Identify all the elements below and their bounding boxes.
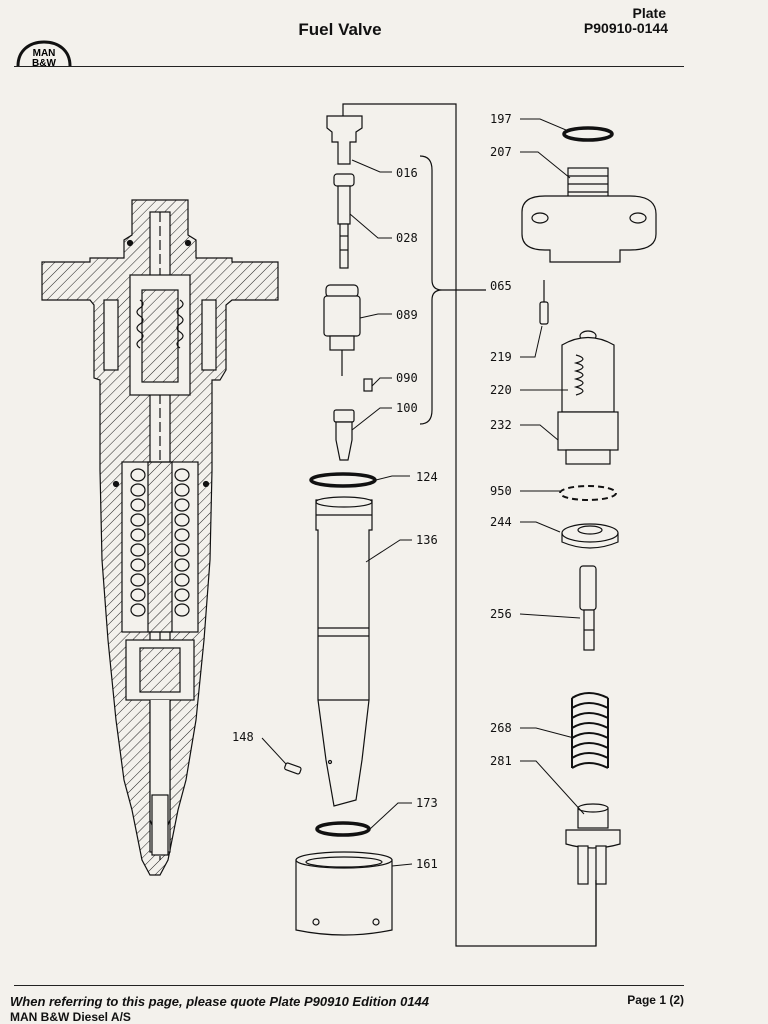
footer-rule bbox=[14, 985, 684, 986]
label-148: 148 bbox=[232, 730, 254, 744]
plate-label: Plate bbox=[632, 5, 666, 21]
label-256: 256 bbox=[490, 607, 512, 621]
label-065: 065 bbox=[490, 279, 512, 293]
label-281: 281 bbox=[490, 754, 512, 768]
label-220: 220 bbox=[490, 383, 512, 397]
label-100: 100 bbox=[396, 401, 418, 415]
part-labels: 016 028 065 089 090 100 124 136 148 173 … bbox=[232, 112, 512, 871]
label-232: 232 bbox=[490, 418, 512, 432]
label-016: 016 bbox=[396, 166, 418, 180]
label-219: 219 bbox=[490, 350, 512, 364]
man-bw-logo: MAN B&W bbox=[16, 40, 72, 68]
footer-note: When referring to this page, please quot… bbox=[10, 994, 430, 1009]
leader-lines bbox=[261, 118, 585, 867]
label-268: 268 bbox=[490, 721, 512, 735]
footer-company: MAN B&W Diesel A/S bbox=[10, 1010, 131, 1024]
svg-text:B&W: B&W bbox=[32, 58, 56, 68]
header-rule bbox=[14, 66, 684, 67]
label-173: 173 bbox=[416, 796, 438, 810]
page-title: Fuel Valve bbox=[298, 20, 382, 39]
label-244: 244 bbox=[490, 515, 512, 529]
label-089: 089 bbox=[396, 308, 418, 322]
right-parts bbox=[521, 126, 657, 946]
label-950: 950 bbox=[490, 484, 512, 498]
label-207: 207 bbox=[490, 145, 512, 159]
label-124: 124 bbox=[416, 470, 438, 484]
sectional-view bbox=[41, 199, 279, 876]
plate-number: P90910-0144 bbox=[583, 20, 668, 36]
label-090: 090 bbox=[396, 371, 418, 385]
middle-parts bbox=[284, 103, 597, 947]
label-197: 197 bbox=[490, 112, 512, 126]
page-number: Page 1 (2) bbox=[627, 993, 684, 1007]
label-028: 028 bbox=[396, 231, 418, 245]
label-161: 161 bbox=[416, 857, 438, 871]
svg-text:MAN: MAN bbox=[33, 48, 56, 59]
label-136: 136 bbox=[416, 533, 438, 547]
